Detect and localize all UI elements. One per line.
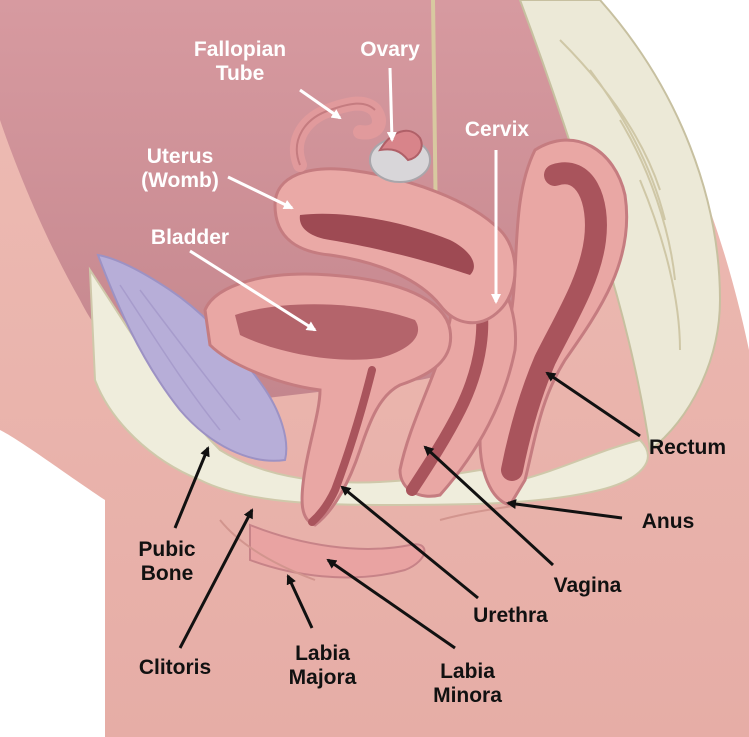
label-cervix: Cervix bbox=[452, 118, 542, 142]
label-fallopian-tube: Fallopian Tube bbox=[180, 38, 300, 86]
label-rectum: Rectum bbox=[640, 436, 735, 460]
label-clitoris: Clitoris bbox=[125, 656, 225, 680]
arrow-ovary bbox=[390, 68, 392, 140]
label-pubic-bone: Pubic Bone bbox=[122, 538, 212, 586]
label-urethra: Urethra bbox=[458, 604, 563, 628]
label-uterus: Uterus (Womb) bbox=[125, 145, 235, 193]
label-labia-minora: Labia Minora bbox=[420, 660, 515, 708]
label-bladder: Bladder bbox=[135, 226, 245, 250]
label-anus: Anus bbox=[628, 510, 708, 534]
label-ovary: Ovary bbox=[345, 38, 435, 62]
label-vagina: Vagina bbox=[540, 574, 635, 598]
label-labia-majora: Labia Majora bbox=[275, 642, 370, 690]
